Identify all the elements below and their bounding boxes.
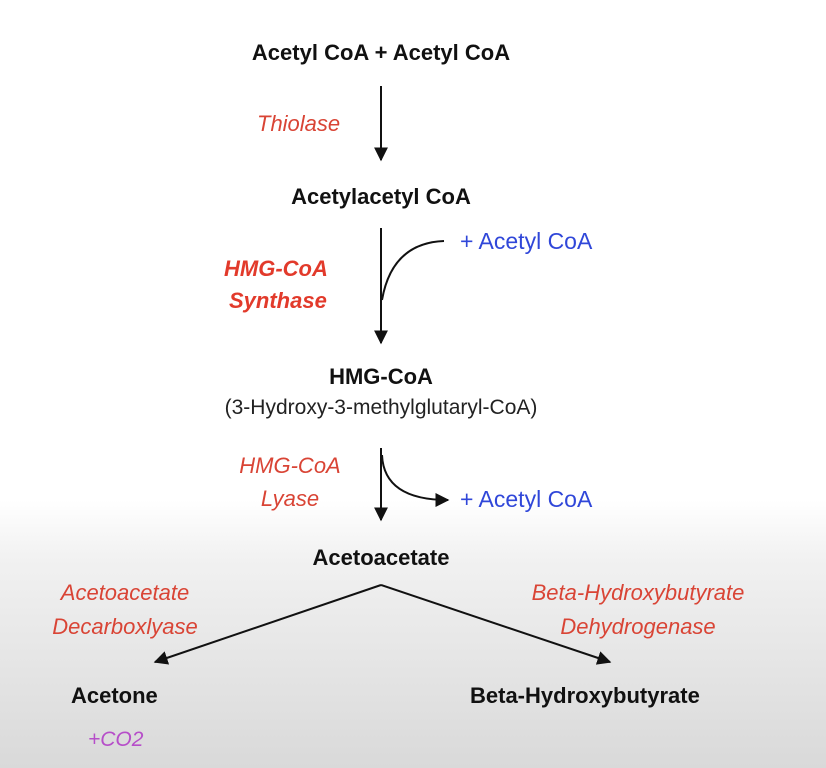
acetone: Acetone <box>71 683 158 708</box>
acetoacetate: Acetoacetate <box>312 545 450 570</box>
enzyme-hmg-coa-synthase-line2: Synthase <box>229 288 327 313</box>
enzyme-thiolase: Thiolase <box>257 111 341 136</box>
enzyme-dehydrogenase-line1: Beta-Hydroxybutyrate <box>531 580 745 605</box>
hmg-coa: HMG-CoA <box>329 364 433 389</box>
cofactor-acetyl-coa-out: + Acetyl CoA <box>460 486 593 512</box>
curve-acetyl-coa-out <box>381 454 450 507</box>
cofactor-acetyl-coa-in: + Acetyl CoA <box>460 228 593 254</box>
curve-acetyl-coa-in <box>381 240 445 301</box>
enzyme-hmg-coa-lyase-line2: Lyase <box>260 486 320 511</box>
enzyme-decarboxylase-line1: Acetoacetate <box>60 580 190 605</box>
enzyme-hmg-coa-lyase-line1: HMG-CoA <box>239 453 341 478</box>
beta-hydroxybutyrate: Beta-Hydroxybutyrate <box>470 683 700 708</box>
acetyl-coa-pair: Acetyl CoA + Acetyl CoA <box>251 40 511 65</box>
arrow-to-beta-hydroxybutyrate <box>380 584 612 665</box>
arrow-to-acetone <box>153 584 382 665</box>
enzyme-decarboxylase-line2: Decarboxlyase <box>52 614 198 639</box>
enzyme-dehydrogenase-line2: Dehydrogenase <box>560 614 716 639</box>
enzyme-hmg-coa-synthase-line1: HMG-CoA <box>224 256 328 281</box>
acetylacetyl-coa: Acetylacetyl CoA <box>291 184 471 209</box>
byproduct-co2: +CO2 <box>88 728 144 751</box>
hmg-coa-full-name: (3-Hydroxy-3-methylglutaryl-CoA) <box>224 396 538 419</box>
